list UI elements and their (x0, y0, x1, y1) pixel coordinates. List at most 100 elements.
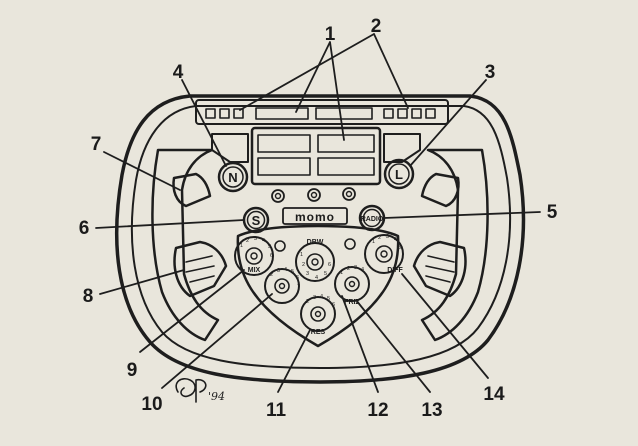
callout-2: 2 (371, 16, 382, 37)
svg-text:3: 3 (354, 265, 357, 271)
svg-text:4: 4 (320, 294, 323, 300)
shift-light-5 (397, 108, 408, 119)
momo-logo: momo (282, 207, 348, 225)
svg-text:4: 4 (284, 267, 287, 273)
s-button-label: S (252, 213, 261, 228)
top-display-right (315, 107, 373, 120)
svg-text:3: 3 (254, 236, 257, 242)
svg-text:3: 3 (306, 271, 309, 277)
shift-light-4 (383, 108, 394, 119)
callout-leaders (95, 33, 541, 393)
svg-text:2: 2 (306, 299, 309, 305)
svg-text:4: 4 (361, 267, 364, 273)
svg-text:5: 5 (327, 296, 330, 302)
dial-diff-label: DIFF (387, 267, 403, 274)
right-pod (383, 133, 421, 163)
callout-14: 14 (483, 384, 505, 405)
callout-1: 1 (325, 24, 336, 45)
svg-text:3: 3 (313, 295, 316, 301)
shift-light-2 (219, 108, 230, 119)
svg-text:7: 7 (297, 284, 300, 290)
wheel-rim (114, 94, 526, 384)
display-top-right (317, 134, 375, 153)
radio-button-label: RADIO (361, 216, 384, 223)
display-top-left (257, 134, 311, 153)
callout-5: 5 (547, 202, 558, 223)
dial-dbw-label: DBW (307, 239, 324, 246)
small-button-1 (271, 189, 285, 203)
svg-text:4: 4 (315, 275, 318, 281)
callout-6: 6 (79, 218, 90, 239)
shift-light-3 (233, 108, 244, 119)
momo-logo-text: momo (295, 210, 335, 224)
radio-button: RADIO (358, 204, 386, 232)
svg-text:6: 6 (270, 253, 273, 259)
left-pod (211, 133, 249, 163)
right-shift-paddle (412, 240, 467, 298)
callout-numbers: 1 2 3 4 5 6 7 8 9 10 11 12 13 14 (79, 16, 558, 421)
dial-dbw: DBW 12 34 56 (295, 239, 335, 282)
limiter-button-label: L (395, 167, 403, 182)
dial-friz-label: FRIZ (344, 299, 360, 306)
svg-text:5: 5 (324, 271, 327, 277)
svg-text:2: 2 (246, 238, 249, 244)
top-display-left (255, 107, 309, 120)
artist-signature: '94 (175, 377, 225, 403)
plate-button-right (344, 238, 356, 250)
callout-13: 13 (421, 400, 442, 421)
svg-text:5: 5 (268, 244, 271, 250)
callout-4: 4 (173, 62, 184, 83)
svg-text:1: 1 (372, 239, 375, 245)
neutral-button-label: N (228, 170, 237, 185)
svg-text:6: 6 (328, 262, 331, 268)
callout-10: 10 (141, 394, 162, 415)
left-upper-paddle (172, 172, 212, 208)
svg-text:1: 1 (340, 270, 343, 276)
left-shift-paddle (173, 240, 228, 298)
svg-text:6: 6 (332, 302, 335, 308)
display-bottom-left (257, 157, 311, 176)
limiter-button: L (383, 158, 415, 190)
svg-text:2: 2 (302, 262, 305, 268)
plate-button-left (274, 240, 286, 252)
svg-text:5: 5 (291, 269, 294, 275)
callout-8: 8 (83, 286, 94, 307)
callout-7: 7 (91, 134, 102, 155)
center-plate (236, 224, 400, 348)
shift-light-7 (425, 108, 436, 119)
svg-text:6: 6 (296, 275, 299, 281)
svg-text:2: 2 (378, 235, 381, 241)
svg-text:1: 1 (240, 243, 243, 249)
dial-mix-label: MIX (248, 267, 261, 274)
shift-light-6 (411, 108, 422, 119)
shift-light-bar (195, 99, 449, 125)
svg-text:4: 4 (394, 237, 397, 243)
left-grip (151, 148, 220, 342)
svg-text:2: 2 (347, 266, 350, 272)
callout-9: 9 (127, 360, 138, 381)
display-cluster (250, 126, 382, 186)
small-button-3 (342, 187, 356, 201)
signature-year: '94 (208, 390, 225, 403)
small-button-row (271, 187, 356, 203)
svg-text:2: 2 (270, 272, 273, 278)
callout-12: 12 (367, 400, 388, 421)
svg-text:4: 4 (262, 238, 265, 244)
display-bottom-right (317, 157, 375, 176)
right-upper-paddle (420, 172, 460, 208)
svg-text:5: 5 (398, 245, 401, 251)
shift-light-1 (205, 108, 216, 119)
callout-11: 11 (266, 400, 287, 421)
callout-3: 3 (485, 62, 496, 83)
svg-text:3: 3 (386, 234, 389, 240)
small-button-2 (307, 188, 321, 202)
neutral-button: N (217, 161, 249, 193)
svg-text:1: 1 (300, 252, 303, 258)
